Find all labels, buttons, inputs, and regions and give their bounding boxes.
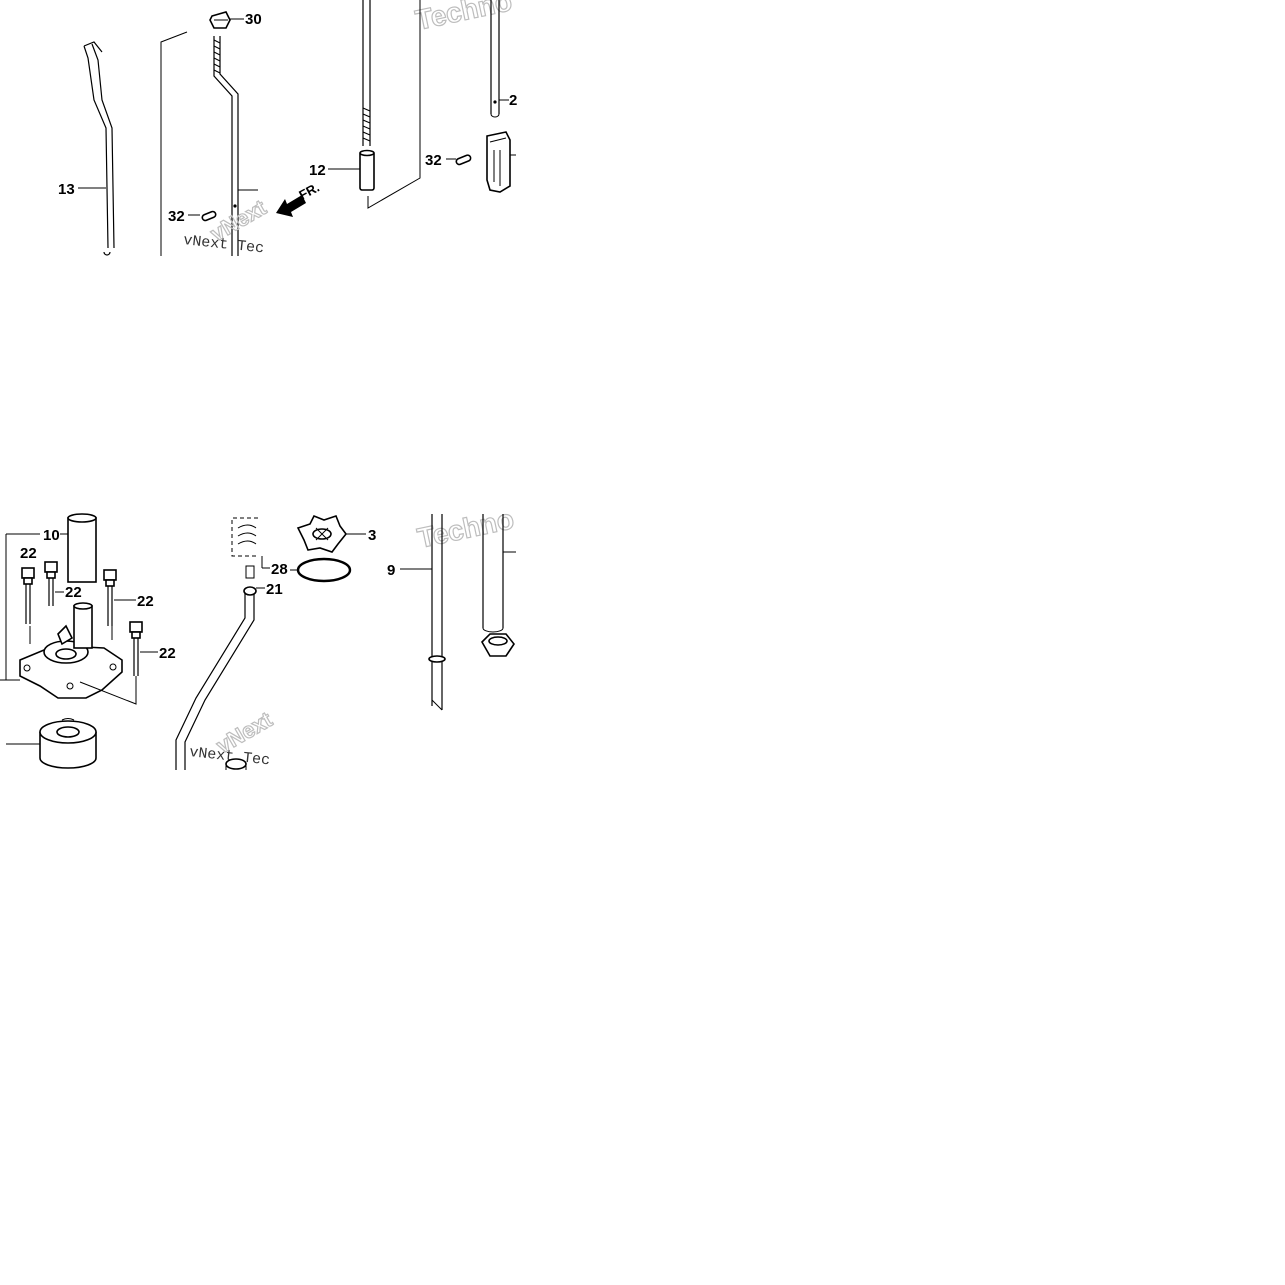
callout-22a: 22 (20, 545, 37, 562)
part-28-o-ring (296, 557, 352, 583)
part-32-pin-right (455, 154, 472, 166)
callout-21: 21 (266, 581, 283, 598)
watermark-techno-bottom: Techno (415, 503, 517, 554)
top-panel: Techno 13 30 32 (58, 0, 517, 257)
callout-32b: 32 (425, 152, 442, 169)
part-clamp-block (486, 131, 516, 193)
callout-30: 30 (245, 11, 262, 28)
part-22-bolt-4 (129, 621, 143, 676)
bottom-panel: Techno 10 22 22 22 (0, 503, 517, 770)
part-3-impeller (296, 514, 348, 553)
part-pump-housing (19, 602, 123, 699)
part-10-tube (67, 513, 97, 583)
part-9-drive-shaft (428, 514, 446, 711)
callout-3: 3 (368, 527, 376, 544)
part-threaded-rod (213, 36, 239, 256)
callout-22b: 22 (65, 584, 82, 601)
part-13-shift-rod (83, 41, 115, 256)
callout-2: 2 (509, 92, 517, 109)
part-30-nut (209, 11, 231, 29)
bolt-guides (29, 626, 137, 705)
callout-9: 9 (387, 562, 395, 579)
callout-13: 13 (58, 181, 75, 198)
part-bottom-fitting (225, 758, 247, 770)
group-bracket-left (160, 31, 188, 256)
callout-32a: 32 (168, 208, 185, 225)
front-direction-arrow: FR. (276, 180, 322, 217)
part-right-tube (482, 514, 516, 633)
part-22-bolt-2 (44, 561, 58, 606)
part-22-bolt-1 (21, 567, 35, 624)
callout-22c: 22 (137, 593, 154, 610)
part-right-rod (490, 0, 500, 118)
callout-12: 12 (309, 162, 326, 179)
group-bracket-right (367, 0, 421, 209)
part-12-collar (359, 149, 375, 191)
callout-28: 28 (271, 561, 288, 578)
watermark-vnext-tech-top: vNext Tec (182, 232, 264, 257)
part-seal (39, 718, 97, 769)
part-long-rod (362, 0, 371, 146)
callout-22d: 22 (159, 645, 176, 662)
callout-10: 10 (43, 527, 60, 544)
part-21-water-tube (175, 565, 257, 770)
part-hex-nut (481, 633, 515, 657)
detail-spring-box (231, 517, 258, 557)
part-22-bolt-3 (103, 569, 117, 626)
part-32-pin-left (201, 210, 217, 222)
